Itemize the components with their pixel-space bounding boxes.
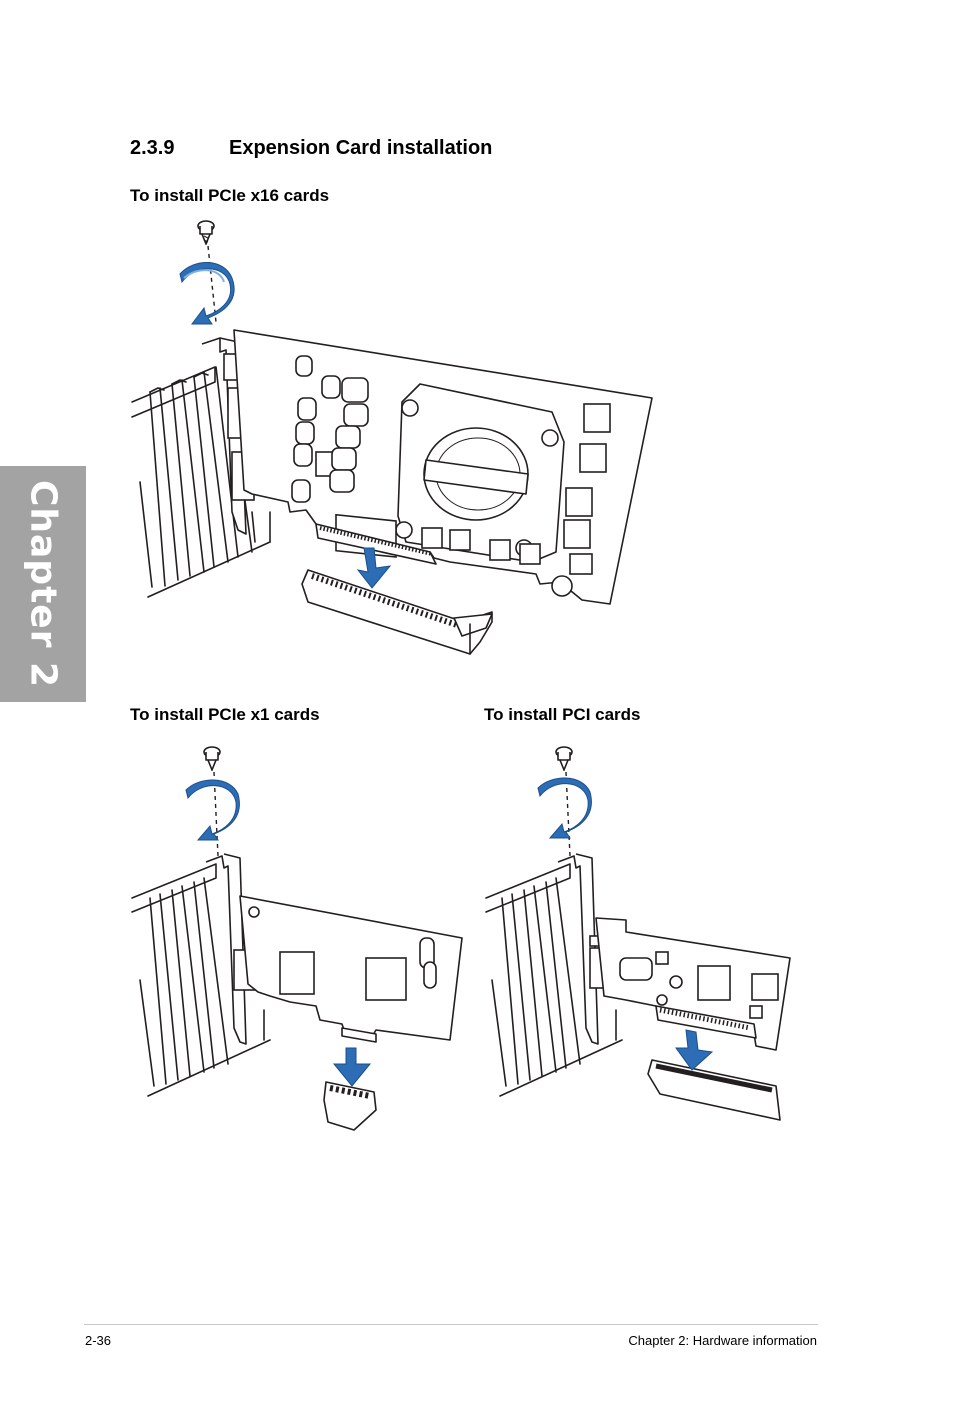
screw-icon <box>197 220 215 245</box>
chassis-slots <box>131 361 271 598</box>
rotate-arrow-icon <box>179 261 235 325</box>
subheading-pcie-x1: To install PCIe x1 cards <box>130 705 320 724</box>
pcie-x1-slot <box>323 1081 377 1131</box>
pcie-x16-slot <box>301 569 493 655</box>
subheading-pci: To install PCI cards <box>484 705 641 724</box>
capacitors <box>291 355 369 503</box>
chassis-slots <box>485 863 623 1097</box>
section-title: Expension Card installation <box>229 137 493 159</box>
pci-install-illustration <box>476 740 806 1140</box>
pcie-x1-install-illustration <box>120 740 470 1140</box>
subheading-pcie-x16: To install PCIe x16 cards <box>130 186 330 205</box>
pcie-x1-card <box>239 895 463 1043</box>
chapter-tab-label: Chapter 2 <box>22 479 64 689</box>
insert-arrow-icon <box>675 1029 714 1071</box>
graphics-card <box>233 329 653 605</box>
footer-divider <box>84 1324 818 1325</box>
chassis-slots <box>131 863 271 1097</box>
footer-page-number: 2-36 <box>85 1333 112 1348</box>
pci-card <box>595 917 791 1051</box>
pcie-x16-install-illustration <box>120 212 680 662</box>
pci-slot <box>647 1059 781 1121</box>
screw-icon <box>555 746 573 771</box>
screw-icon <box>203 746 221 771</box>
rotate-arrow-icon <box>185 779 240 841</box>
section-number: 2.3.9 <box>130 137 175 159</box>
footer-chapter-title: Chapter 2: Hardware information <box>628 1333 817 1348</box>
chapter-side-tab: Chapter 2 <box>0 466 86 702</box>
insert-arrow-icon <box>356 547 392 589</box>
rotate-arrow-icon <box>537 777 592 839</box>
insert-arrow-icon <box>332 1047 372 1087</box>
gpu-heatsink <box>395 383 565 563</box>
